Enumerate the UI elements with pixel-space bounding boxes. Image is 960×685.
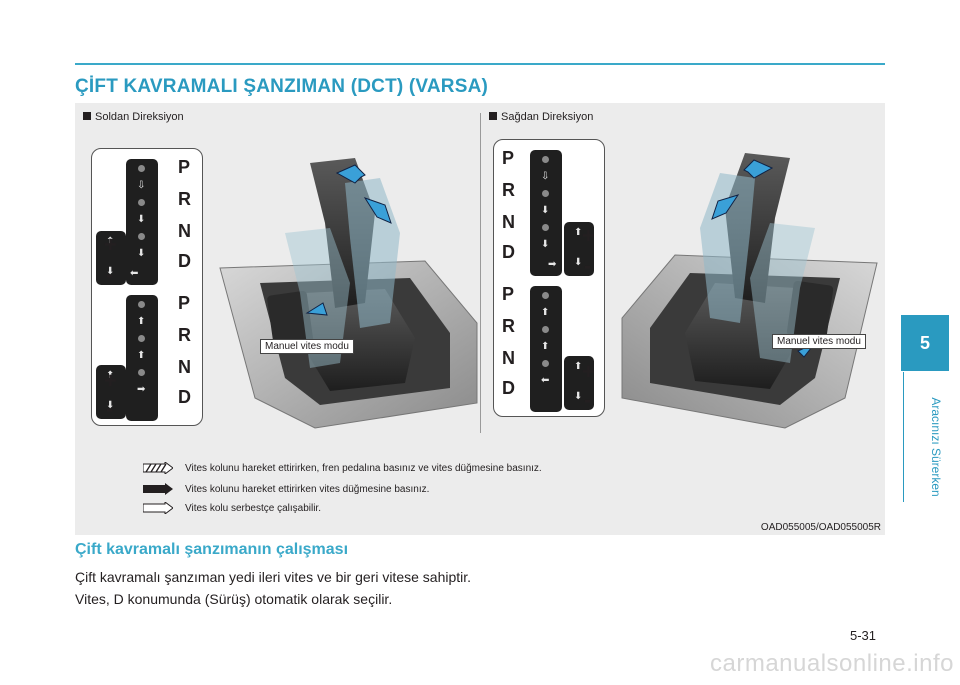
paragraph: Çift kavramalı şanzıman yedi ileri vites… bbox=[75, 569, 472, 585]
down-arrow-icon: ⬇ bbox=[137, 248, 146, 259]
section-subtitle: Çift kavramalı şanzımanın çalışması bbox=[75, 541, 349, 558]
manual-slot: ⬆ ⬇ bbox=[564, 356, 594, 410]
gear-n: N bbox=[178, 357, 191, 377]
gear-d: D bbox=[178, 251, 191, 271]
right-arrow-icon: ➡ bbox=[137, 384, 146, 395]
up-arrow-icon: ⬆ bbox=[106, 236, 115, 247]
shift-diagram-figure: Soldan Direksiyon Sağdan Direksiyon ⇩ ⬇ … bbox=[75, 103, 885, 535]
right-callout: Manuel vites modu bbox=[772, 334, 866, 349]
gear-p: P bbox=[178, 157, 191, 177]
outline-arrow-icon bbox=[143, 502, 173, 514]
down-arrow-icon: ⬇ bbox=[541, 239, 550, 250]
gate-strip: ⇩ ⬇ ⬇ ➡ bbox=[530, 150, 562, 276]
up-arrow-icon: ⬆ bbox=[541, 307, 550, 318]
left-arrow-icon: ⬅ bbox=[130, 268, 139, 279]
solid-arrow-icon bbox=[143, 483, 173, 495]
page-number: 5-31 bbox=[850, 628, 877, 643]
plus-sign: + bbox=[104, 368, 117, 393]
chapter-label: Aracınızı Sürerken bbox=[929, 397, 943, 497]
outline-arrow-icon: ⇩ bbox=[541, 171, 550, 182]
minus-sign: - bbox=[106, 396, 114, 421]
gear-r: R bbox=[178, 325, 191, 345]
gear-p: P bbox=[502, 284, 515, 304]
right-arrow-icon: ➡ bbox=[548, 259, 557, 270]
down-arrow-icon: ⬇ bbox=[106, 400, 115, 411]
gear-n: N bbox=[502, 348, 515, 368]
up-arrow-icon: ⬆ bbox=[137, 316, 146, 327]
page-title: ÇİFT KAVRAMALI ŞANZIMAN (DCT) (VARSA) bbox=[75, 76, 489, 97]
chapter-rule bbox=[903, 372, 904, 502]
plus-sign: + bbox=[582, 359, 595, 384]
up-arrow-icon: ⬆ bbox=[106, 370, 115, 381]
figure-code: OAD055005/OAD055005R bbox=[760, 522, 881, 533]
gear-d: D bbox=[178, 387, 191, 407]
paragraph: Vites, D konumunda (Sürüş) otomatik olar… bbox=[75, 591, 393, 607]
top-rule bbox=[75, 63, 885, 65]
down-arrow-icon: ⬇ bbox=[574, 391, 583, 402]
figure-divider bbox=[480, 113, 481, 433]
down-arrow-icon: ⬇ bbox=[137, 214, 146, 225]
gear-p: P bbox=[178, 293, 191, 313]
up-arrow-icon: ⬆ bbox=[574, 361, 583, 372]
left-arrow-icon: ⬅ bbox=[541, 375, 550, 386]
plus-sign: + bbox=[582, 223, 595, 248]
left-hand-drive-label: Soldan Direksiyon bbox=[83, 111, 184, 123]
left-callout: Manuel vites modu bbox=[260, 339, 354, 354]
gear-r: R bbox=[502, 316, 515, 336]
gear-r: R bbox=[502, 180, 515, 200]
manual-slot: ⬆ ⬇ bbox=[96, 231, 126, 285]
minus-sign: - bbox=[584, 387, 592, 412]
outline-arrow-icon: ⇩ bbox=[137, 180, 146, 191]
up-arrow-icon: ⬆ bbox=[541, 341, 550, 352]
chapter-tab: 5 bbox=[901, 315, 949, 371]
gear-d: D bbox=[502, 378, 515, 398]
down-arrow-icon: ⬇ bbox=[574, 257, 583, 268]
manual-slot: ⬆ ⬇ bbox=[564, 222, 594, 276]
up-arrow-icon: ⬆ bbox=[574, 227, 583, 238]
left-gate-diagram: ⇩ ⬇ ⬇ ⬅ ⬆ ⬇ P R N D + - ⬆ ⬆ ➡ ⬆ ⬇ P bbox=[91, 148, 203, 426]
down-arrow-icon: ⬇ bbox=[541, 205, 550, 216]
right-hand-drive-label: Sağdan Direksiyon bbox=[489, 111, 593, 123]
manual-slot: ⬆ ⬇ bbox=[96, 365, 126, 419]
gear-p: P bbox=[502, 148, 515, 168]
right-gate-diagram: ⇩ ⬇ ⬇ ➡ ⬆ ⬇ P R N D + - ⬆ ⬆ ⬅ ⬆ ⬇ P R bbox=[493, 139, 605, 417]
gate-strip: ⇩ ⬇ ⬇ ⬅ bbox=[126, 159, 158, 285]
plus-sign: + bbox=[104, 232, 117, 257]
up-arrow-icon: ⬆ bbox=[137, 350, 146, 361]
gear-n: N bbox=[178, 221, 191, 241]
minus-sign: - bbox=[584, 253, 592, 278]
watermark: carmanualsonline.info bbox=[710, 650, 954, 677]
gear-r: R bbox=[178, 189, 191, 209]
minus-sign: - bbox=[106, 262, 114, 287]
left-shifter-illustration bbox=[219, 158, 478, 429]
gate-strip: ⬆ ⬆ ➡ bbox=[126, 295, 158, 421]
right-shifter-illustration bbox=[621, 153, 878, 429]
gate-strip: ⬆ ⬆ ⬅ bbox=[530, 286, 562, 412]
gear-d: D bbox=[502, 242, 515, 262]
down-arrow-icon: ⬇ bbox=[106, 266, 115, 277]
gear-n: N bbox=[502, 212, 515, 232]
hatched-arrow-icon bbox=[143, 462, 173, 474]
